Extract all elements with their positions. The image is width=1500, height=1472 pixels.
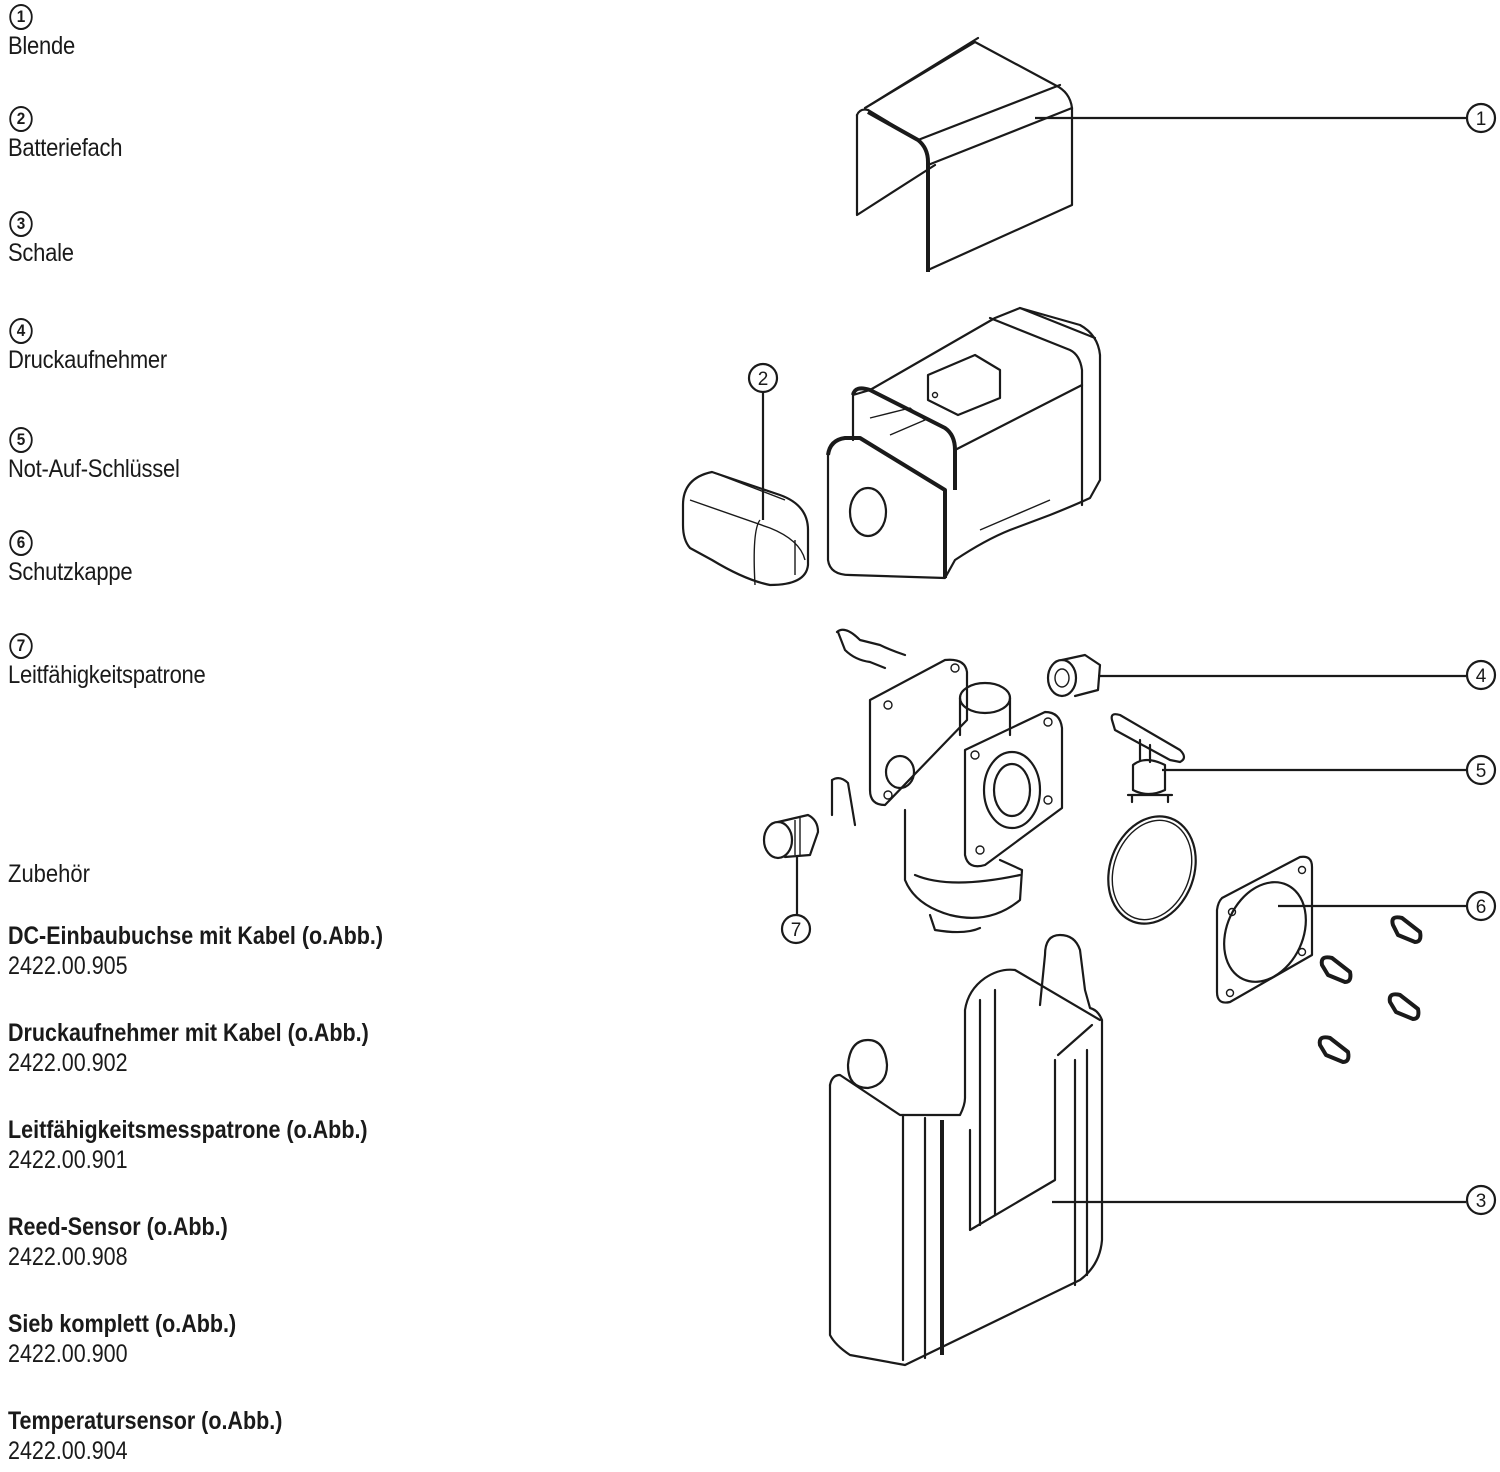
part-number-badge: 7 [9,633,33,659]
callout-5 [1465,754,1497,786]
part-number-badge: 3 [9,211,33,237]
accessory-title: Druckaufnehmer mit Kabel (o.Abb.) [8,1019,369,1047]
part-name: Not-Auf-Schlüssel [8,455,180,483]
part-name: Schutzkappe [8,558,133,586]
accessory-code: 2422.00.902 [8,1049,128,1077]
accessory-code: 2422.00.905 [8,952,128,980]
accessories-heading: Zubehör [8,860,90,888]
part-name: Druckaufnehmer [8,346,167,374]
part-number-badge: 6 [9,530,33,556]
accessory-item: DC-Einbaubuchse mit Kabel (o.Abb.) 2422.… [8,922,444,981]
part-name: Leitfähigkeitspatrone [8,661,206,689]
part-o-ring-inner [1111,819,1193,921]
callout-label-5: 5 [1476,761,1487,782]
part-number-badge: 2 [9,106,33,132]
accessory-code: 2422.00.901 [8,1146,128,1174]
accessory-item: Sieb komplett (o.Abb.) 2422.00.900 [8,1310,273,1369]
legend-item-5: 5 Not-Auf-Schlüssel [8,427,203,484]
accessory-title: Reed-Sensor (o.Abb.) [8,1213,228,1241]
callout-label-2: 2 [758,369,769,390]
part-number-badge: 5 [9,427,33,453]
part-housing [826,306,1102,580]
legend-item-6: 6 Schutzkappe [8,530,149,587]
callout-label-3: 3 [1476,1191,1487,1212]
callout-7 [780,913,812,945]
accessory-title: Leitfähigkeitsmesspatrone (o.Abb.) [8,1116,368,1144]
accessory-title: Temperatursensor (o.Abb.) [8,1407,283,1435]
part-name: Batteriefach [8,134,123,162]
part-schutzkappe [1215,855,1314,1004]
callout-1 [1465,102,1497,134]
part-leitfaehigkeitspatrone [762,813,820,860]
part-o-ring [1107,815,1197,925]
part-blende [855,36,1074,272]
legend-item-7: 7 Leitfähigkeitspatrone [8,633,232,690]
accessory-item: Temperatursensor (o.Abb.) 2422.00.904 [8,1407,327,1466]
part-number-badge: 1 [9,4,33,30]
callout-label-1: 1 [1476,109,1487,130]
part-not-auf-schluessel [1110,713,1186,804]
accessory-item: Reed-Sensor (o.Abb.) 2422.00.908 [8,1213,264,1272]
part-number-badge: 4 [9,318,33,344]
part-valve-block [830,628,1064,934]
callout-4 [1465,659,1497,691]
part-batteriefach [681,470,810,587]
legend-item-4: 4 Druckaufnehmer [8,318,189,375]
callout-label-6: 6 [1476,897,1487,918]
part-druckaufnehmer [1046,653,1102,698]
callout-label-7: 7 [791,920,802,941]
accessory-item: Leitfähigkeitsmesspatrone (o.Abb.) 2422.… [8,1116,426,1175]
callout-6 [1465,890,1497,922]
part-schale [828,933,1104,1367]
legend-item-3: 3 Schale [8,211,83,268]
callout-3 [1465,1184,1497,1216]
accessory-code: 2422.00.900 [8,1340,128,1368]
callout-label-4: 4 [1476,666,1487,687]
part-name: Blende [8,32,75,60]
part-name: Schale [8,239,74,267]
legend-item-1: 1 Blende [8,4,84,61]
legend-item-2: 2 Batteriefach [8,106,138,163]
accessory-code: 2422.00.904 [8,1437,128,1465]
callout-2 [747,362,779,394]
part-screws [1317,915,1423,1064]
accessory-title: Sieb komplett (o.Abb.) [8,1310,237,1338]
accessory-code: 2422.00.908 [8,1243,128,1271]
accessory-item: Druckaufnehmer mit Kabel (o.Abb.) 2422.0… [8,1019,428,1078]
accessory-title: DC-Einbaubuchse mit Kabel (o.Abb.) [8,922,384,950]
